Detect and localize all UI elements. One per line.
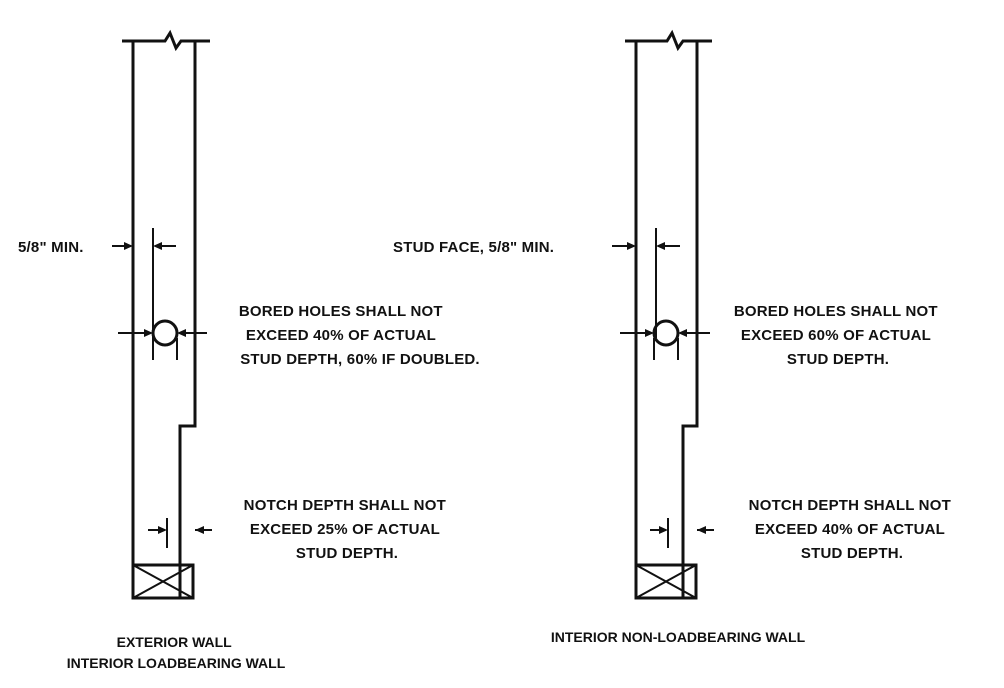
right-edge-arrowhead-l [627, 242, 636, 250]
right-face-label: STUD FACE, 5/8" MIN. [393, 239, 554, 256]
right-notch-arrowhead-l [659, 526, 668, 534]
left-notch-note-line-2: EXCEED 25% OF ACTUAL [250, 521, 440, 538]
left-notch-arrowhead-r [195, 526, 204, 534]
right-bored-hole [652, 319, 680, 347]
left-face-label: 5/8" MIN. [18, 239, 84, 256]
right-notch-arrowhead-r [697, 526, 706, 534]
right-notch-note: NOTCH DEPTH SHALL NOT EXCEED 40% OF ACTU… [749, 497, 956, 562]
right-hole-arrowhead-l [645, 329, 654, 337]
right-notch-note-line-3: STUD DEPTH. [801, 545, 903, 562]
left-caption-line-1: EXTERIOR WALL [117, 634, 233, 650]
right-break-line [625, 29, 712, 52]
right-stud-face-right [681, 41, 699, 598]
right-bored-note-line-1: BORED HOLES SHALL NOT [734, 303, 938, 320]
left-hole-arrowhead-r [177, 329, 186, 337]
left-bored-hole [151, 319, 179, 347]
right-bored-note-line-2: EXCEED 60% OF ACTUAL [741, 327, 931, 344]
left-stud-face-right [178, 41, 197, 598]
left-edge-arrowhead-l [124, 242, 133, 250]
left-bottom-plate [131, 563, 195, 600]
right-bored-note: BORED HOLES SHALL NOT EXCEED 60% OF ACTU… [734, 303, 942, 368]
left-bored-note-line-1: BORED HOLES SHALL NOT [239, 303, 443, 320]
right-stud-detail: STUD FACE, 5/8" MIN. BORED HOLES SHALL N… [393, 29, 956, 645]
left-caption: EXTERIOR WALL INTERIOR LOADBEARING WALL [67, 634, 286, 671]
right-edge-arrowhead-r [656, 242, 665, 250]
right-plate-cross-b [635, 564, 697, 599]
left-edge-arrowhead-r [153, 242, 162, 250]
right-bored-note-line-3: STUD DEPTH. [787, 351, 889, 368]
left-caption-line-2: INTERIOR LOADBEARING WALL [67, 655, 286, 671]
left-stud-detail: 5/8" MIN. BORED HOLES SHALL NOT EXCEED 4… [18, 29, 480, 671]
left-bored-note: BORED HOLES SHALL NOT EXCEED 40% OF ACTU… [239, 303, 480, 368]
left-bored-note-line-3: STUD DEPTH, 60% IF DOUBLED. [240, 351, 480, 368]
right-bottom-plate [634, 563, 698, 600]
left-break-line [122, 29, 210, 52]
right-hole-arrowhead-r [678, 329, 687, 337]
right-notch-note-line-2: EXCEED 40% OF ACTUAL [755, 521, 945, 538]
left-notch-note-line-1: NOTCH DEPTH SHALL NOT [244, 497, 446, 514]
right-caption-line-1: INTERIOR NON-LOADBEARING WALL [551, 629, 806, 645]
right-caption: INTERIOR NON-LOADBEARING WALL [551, 629, 806, 645]
left-hole-arrowhead-l [144, 329, 153, 337]
left-notch-note: NOTCH DEPTH SHALL NOT EXCEED 25% OF ACTU… [244, 497, 451, 562]
right-notch-note-line-1: NOTCH DEPTH SHALL NOT [749, 497, 951, 514]
left-notch-arrowhead-l [158, 526, 167, 534]
left-notch-note-line-3: STUD DEPTH. [296, 545, 398, 562]
left-bored-note-line-2: EXCEED 40% OF ACTUAL [246, 327, 436, 344]
left-plate-cross-b [132, 564, 194, 599]
